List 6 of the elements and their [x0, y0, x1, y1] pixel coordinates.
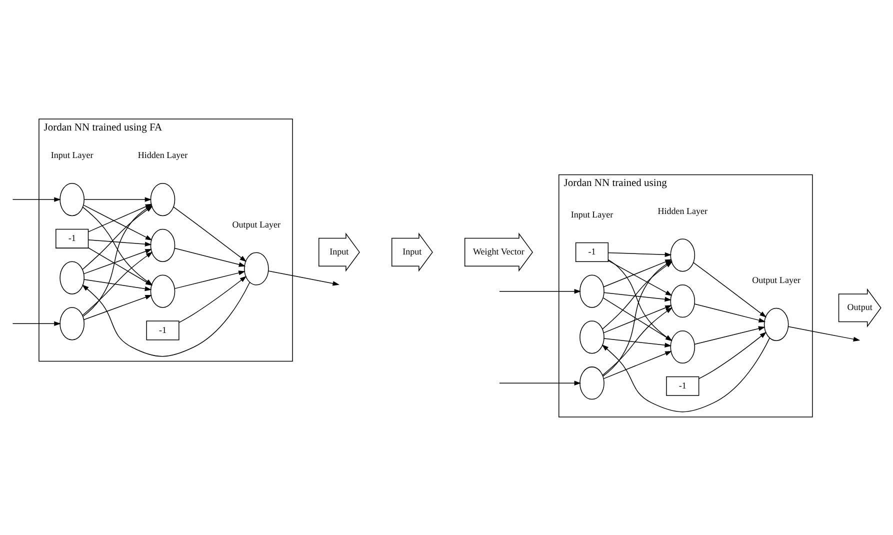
label: Input Layer: [50, 150, 94, 160]
label: Input Layer: [570, 209, 614, 220]
label: Output Layer: [232, 218, 281, 229]
label: Output Layer: [752, 274, 800, 285]
label: Hidden Layer: [658, 205, 708, 216]
label: Hidden Layer: [138, 150, 188, 160]
